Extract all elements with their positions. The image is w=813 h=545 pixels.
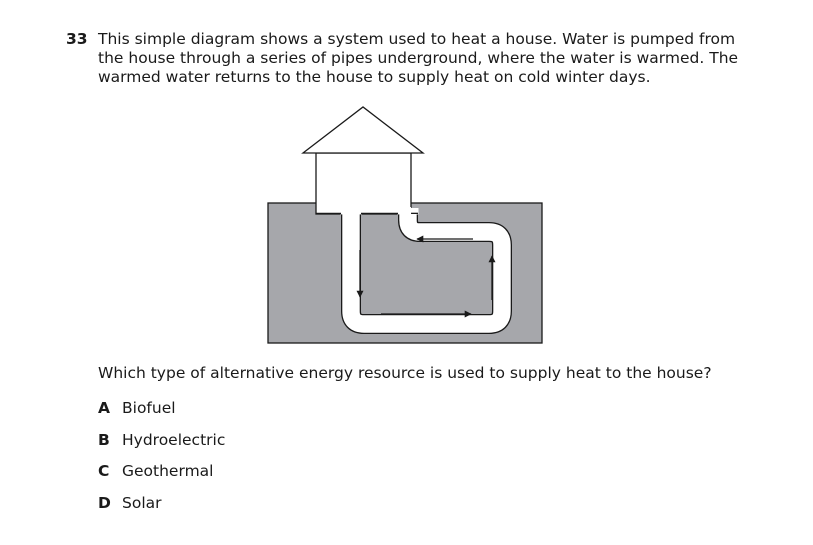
option-text: Biofuel (122, 399, 176, 417)
option-letter: D (98, 494, 111, 512)
option-text: Solar (122, 494, 162, 512)
question-prompt: Which type of alternative energy resourc… (98, 364, 712, 382)
answer-option-d[interactable]: D Solar (98, 494, 162, 513)
option-text: Geothermal (122, 462, 214, 480)
question-number: 33 (66, 30, 88, 48)
answer-option-b[interactable]: B Hydroelectric (98, 431, 225, 450)
option-letter: B (98, 431, 110, 449)
geothermal-diagram (267, 106, 543, 344)
house-body (315, 152, 412, 215)
question-stem: This simple diagram shows a system used … (98, 30, 739, 86)
option-letter: C (98, 462, 110, 480)
answer-option-a[interactable]: A Biofuel (98, 399, 176, 418)
pipe-inner (342, 211, 511, 333)
house-roof (301, 106, 425, 154)
option-text: Hydroelectric (122, 431, 226, 449)
answer-option-c[interactable]: C Geothermal (98, 462, 213, 481)
option-letter: A (98, 399, 110, 417)
